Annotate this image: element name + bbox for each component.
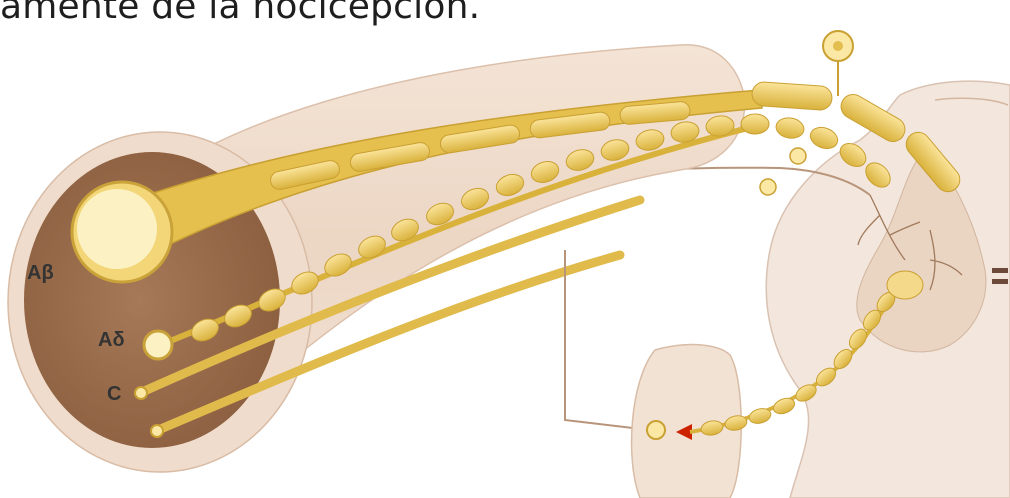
a-beta-ganglion-cell (823, 31, 853, 96)
label-a-beta: Aβ (27, 262, 54, 285)
dorsal-root-ganglion (632, 345, 742, 498)
label-a-delta: Aδ (98, 329, 125, 352)
label-c: C (107, 383, 121, 406)
